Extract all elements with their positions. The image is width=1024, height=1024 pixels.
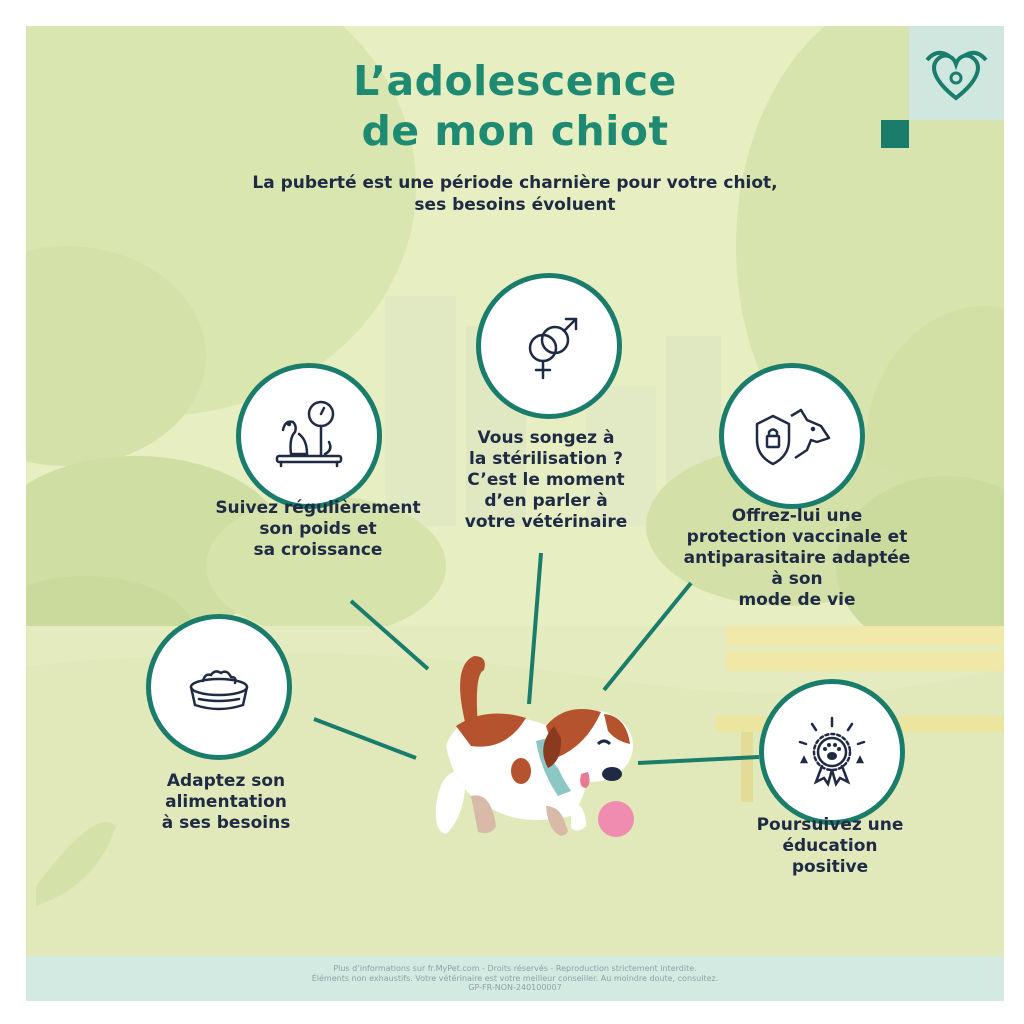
- tip-education-circle: [759, 679, 905, 825]
- tip-sterilisation-label: Vous songez à la stérilisation ? C’est l…: [426, 428, 666, 533]
- tip-weight-label: Suivez régulièrement son poids et sa cro…: [178, 498, 458, 561]
- connector-education: [637, 755, 760, 765]
- subtitle-line-1: La puberté est une période charnière pou…: [252, 173, 778, 193]
- page-title-line-1: L’adolescence: [353, 57, 677, 105]
- tip-sterilisation-line: la stérilisation ?: [469, 449, 623, 469]
- connector-food: [313, 717, 417, 760]
- puppy-illustration: [435, 656, 634, 837]
- tip-protection-circle: [719, 363, 865, 509]
- tip-weight-line: Suivez régulièrement: [215, 498, 421, 518]
- tip-sterilisation-line: Vous songez à: [477, 428, 615, 448]
- tip-protection-line: à son: [771, 569, 823, 589]
- connector-lines: [313, 552, 760, 765]
- connector-protection: [602, 581, 693, 692]
- tip-weight-line: sa croissance: [253, 540, 383, 560]
- connector-sterilisation: [527, 552, 543, 705]
- tip-protection-line: mode de vie: [738, 590, 856, 610]
- tip-food-line: Adaptez son: [166, 771, 286, 791]
- tip-sterilisation-line: votre vétérinaire: [464, 512, 628, 532]
- tip-weight-line: son poids et: [259, 519, 377, 539]
- pets-heart-logo-icon: [925, 50, 988, 101]
- footer-line-2: Éléments non exhaustifs. Votre vétérinai…: [311, 973, 719, 983]
- dog-on-scale-icon: [275, 400, 343, 468]
- tip-weight-circle: [236, 363, 382, 509]
- page-title-line-2: de mon chiot: [361, 107, 669, 155]
- tip-protection-line: antiparasitaire adaptée: [683, 548, 911, 568]
- dog-shield-icon: [755, 408, 831, 466]
- paw-award-icon: [798, 716, 866, 787]
- tip-food-circle: [146, 614, 292, 760]
- tip-food-line: alimentation: [165, 792, 287, 812]
- tip-sterilisation-line: C’est le moment: [467, 470, 625, 490]
- footer-line-1: Plus d’informations sur fr.MyPet.com - D…: [333, 964, 697, 973]
- tip-protection-line: protection vaccinale et: [686, 527, 908, 547]
- gender-symbols-icon: [528, 317, 578, 380]
- tip-education-line: positive: [791, 857, 869, 877]
- tip-protection-line: Offrez-lui une: [731, 506, 863, 526]
- footer-disclaimer: Plus d’informations sur fr.MyPet.com - D…: [26, 956, 1004, 1001]
- connector-weight: [349, 599, 430, 671]
- tip-sterilisation-circle: [476, 273, 622, 419]
- subtitle-line-2: ses besoins évoluent: [414, 195, 616, 215]
- footer-line-3: GP-FR-NON-240100007: [468, 983, 562, 992]
- food-bowl-icon: [189, 670, 249, 711]
- logo-accent-square: [881, 120, 909, 148]
- tip-protection-label: Offrez-lui une protection vaccinale et a…: [662, 506, 932, 611]
- tip-sterilisation-line: d’en parler à: [484, 491, 608, 511]
- tip-education-label: Poursuivez une éducation positive: [720, 815, 940, 878]
- brand-logo: [909, 26, 1004, 120]
- tip-education-line: éducation: [782, 836, 878, 856]
- infographic-frame: L’adolescence de mon chiot La puberté es…: [26, 26, 1004, 1001]
- subtitle: La puberté est une période charnière pou…: [166, 172, 864, 216]
- tip-food-label: Adaptez son alimentation à ses besoins: [106, 771, 346, 834]
- tip-food-line: à ses besoins: [161, 813, 291, 833]
- tip-education-line: Poursuivez une: [756, 815, 904, 835]
